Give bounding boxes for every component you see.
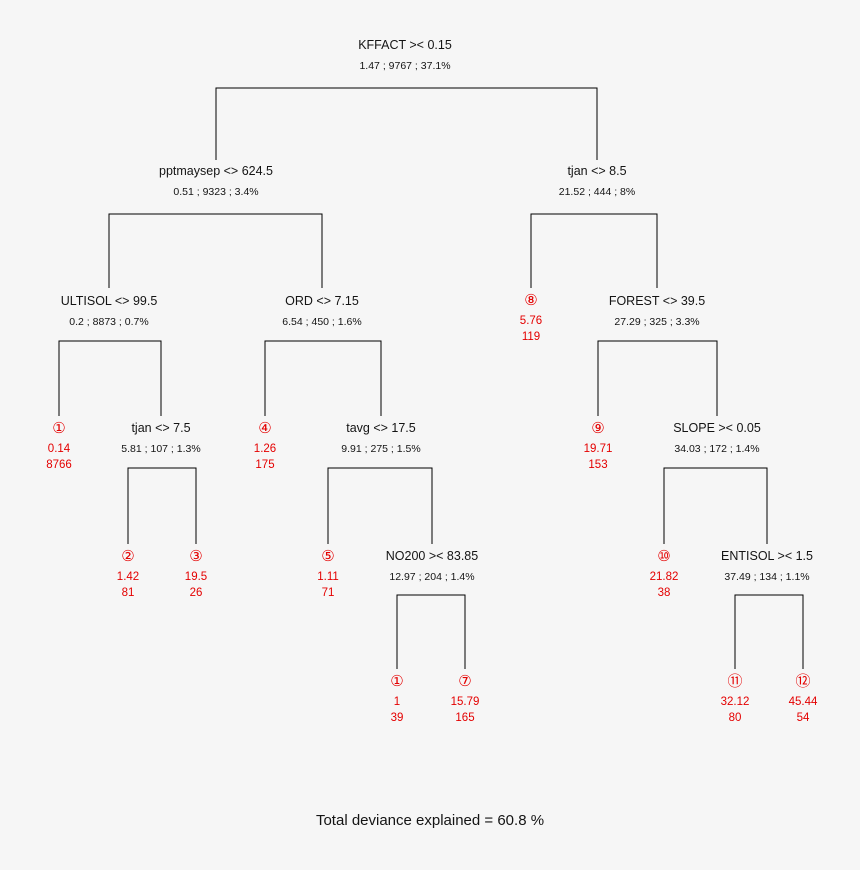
leaf-node-5: ⑤ 1.11 71	[317, 548, 339, 600]
leaf-mean: 32.12	[720, 696, 750, 708]
leaf-node-7: ⑦ 15.79 165	[451, 673, 480, 725]
circled-number-icon: ④	[258, 419, 272, 437]
leaf-mean: 1.26	[253, 443, 277, 455]
split-stats: 12.97 ; 204 ; 1.4%	[389, 571, 475, 583]
leaf-node-6: ① 1 39	[390, 673, 403, 725]
leaf-count: 71	[321, 587, 335, 599]
leaf-mean: 5.76	[519, 315, 543, 327]
split-node-forest: FOREST <> 39.5 27.29 ; 325 ; 3.3%	[609, 294, 705, 329]
leaf-count: 38	[657, 587, 671, 599]
split-label: tavg <> 17.5	[346, 421, 416, 435]
leaf-mean: 1	[393, 696, 401, 708]
split-node-entisol: ENTISOL >< 1.5 37.49 ; 134 ; 1.1%	[721, 549, 813, 584]
leaf-mean: 1.42	[116, 571, 140, 583]
split-label: ULTISOL <> 99.5	[60, 294, 158, 308]
split-stats: 1.47 ; 9767 ; 37.1%	[359, 60, 451, 72]
circled-number-icon: ⑧	[524, 291, 538, 309]
leaf-count: 81	[121, 587, 135, 599]
circled-number-icon: ⑩	[657, 547, 671, 565]
circled-number-icon: ⑫	[795, 672, 811, 690]
split-stats: 0.51 ; 9323 ; 3.4%	[173, 186, 259, 198]
leaf-count: 54	[796, 712, 810, 724]
leaf-node-2: ② 1.42 81	[117, 548, 139, 600]
leaf-mean: 0.14	[47, 443, 71, 455]
split-label: ENTISOL >< 1.5	[721, 549, 813, 563]
leaf-node-1: ① 0.14 8766	[46, 420, 72, 472]
split-stats: 37.49 ; 134 ; 1.1%	[724, 571, 810, 583]
circled-number-icon: ③	[189, 547, 203, 565]
circled-number-icon: ⑦	[458, 672, 472, 690]
leaf-node-4: ④ 1.26 175	[254, 420, 276, 472]
split-label: pptmaysep <> 624.5	[159, 164, 273, 178]
leaf-node-11: ⑪ 32.12 80	[721, 673, 750, 725]
split-label: tjan <> 7.5	[131, 421, 191, 435]
circled-number-icon: ⑤	[321, 547, 335, 565]
leaf-count: 119	[521, 331, 541, 343]
leaf-node-3: ③ 19.5 26	[185, 548, 207, 600]
leaf-mean: 19.71	[583, 443, 613, 455]
split-node-slope: SLOPE >< 0.05 34.03 ; 172 ; 1.4%	[673, 421, 761, 456]
leaf-count: 39	[390, 712, 404, 724]
leaf-mean: 21.82	[649, 571, 679, 583]
split-stats: 34.03 ; 172 ; 1.4%	[674, 443, 760, 455]
circled-number-icon: ②	[121, 547, 135, 565]
split-node-tjan-8-5: tjan <> 8.5 21.52 ; 444 ; 8%	[559, 164, 635, 199]
leaf-count: 80	[728, 712, 742, 724]
leaf-node-10: ⑩ 21.82 38	[650, 548, 679, 600]
split-label: SLOPE >< 0.05	[673, 421, 761, 435]
leaf-count: 153	[588, 459, 608, 471]
circled-number-icon: ①	[52, 419, 66, 437]
split-node-tavg: tavg <> 17.5 9.91 ; 275 ; 1.5%	[341, 421, 420, 456]
leaf-node-12: ⑫ 45.44 54	[789, 673, 818, 725]
leaf-count: 165	[455, 712, 475, 724]
split-label: KFFACT >< 0.15	[358, 38, 452, 52]
circled-number-icon: ①	[390, 672, 404, 690]
split-stats: 27.29 ; 325 ; 3.3%	[614, 316, 700, 328]
leaf-count: 26	[189, 587, 203, 599]
split-label: NO200 >< 83.85	[385, 549, 479, 563]
circled-number-icon: ⑪	[727, 672, 743, 690]
split-node-tjan-7-5: tjan <> 7.5 5.81 ; 107 ; 1.3%	[121, 421, 200, 456]
leaf-mean: 15.79	[450, 696, 480, 708]
split-node-ord: ORD <> 7.15 6.54 ; 450 ; 1.6%	[282, 294, 361, 329]
leaf-count: 175	[255, 459, 275, 471]
leaf-mean: 19.5	[184, 571, 208, 583]
leaf-count: 8766	[46, 459, 72, 471]
split-label: FOREST <> 39.5	[608, 294, 706, 308]
leaf-mean: 45.44	[788, 696, 818, 708]
leaf-node-8: ⑧ 5.76 119	[520, 292, 542, 344]
leaf-mean: 1.11	[317, 571, 339, 583]
split-node-ultisol: ULTISOL <> 99.5 0.2 ; 8873 ; 0.7%	[61, 294, 158, 329]
split-node-pptmaysep: pptmaysep <> 624.5 0.51 ; 9323 ; 3.4%	[159, 164, 273, 199]
split-node-no200: NO200 >< 83.85 12.97 ; 204 ; 1.4%	[386, 549, 478, 584]
split-stats: 9.91 ; 275 ; 1.5%	[341, 443, 421, 455]
split-stats: 0.2 ; 8873 ; 0.7%	[69, 316, 149, 328]
split-stats: 21.52 ; 444 ; 8%	[558, 186, 636, 198]
split-stats: 5.81 ; 107 ; 1.3%	[121, 443, 201, 455]
split-stats: 6.54 ; 450 ; 1.6%	[282, 316, 362, 328]
leaf-node-9: ⑨ 19.71 153	[584, 420, 613, 472]
circled-number-icon: ⑨	[591, 419, 605, 437]
split-label: ORD <> 7.15	[285, 294, 359, 308]
split-node-kffact: KFFACT >< 0.15 1.47 ; 9767 ; 37.1%	[358, 38, 452, 73]
split-label: tjan <> 8.5	[567, 164, 627, 178]
deviance-caption: Total deviance explained = 60.8 %	[315, 812, 545, 829]
